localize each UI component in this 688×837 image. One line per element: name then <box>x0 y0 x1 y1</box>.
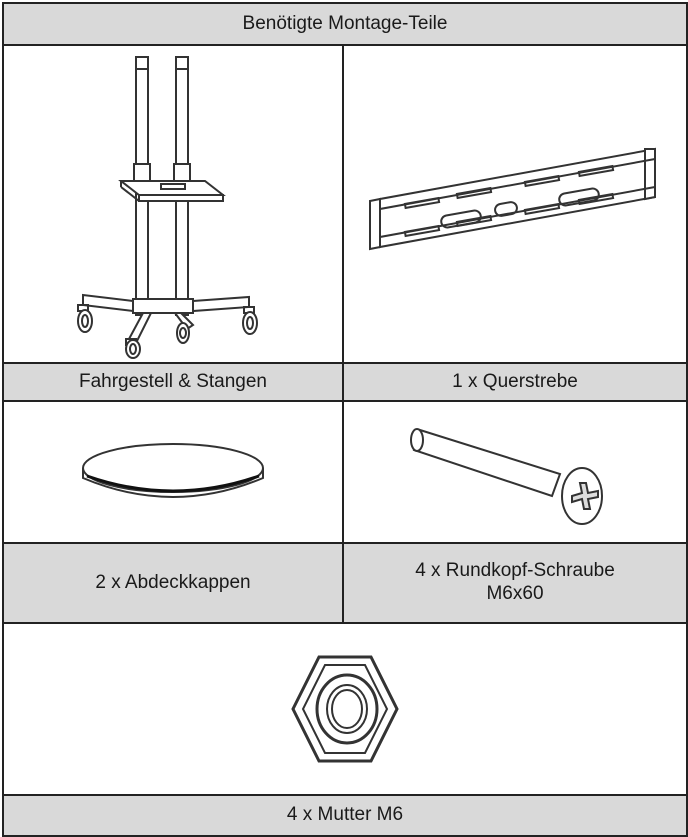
crossbar-bracket-icon <box>369 147 656 251</box>
screw-cell <box>341 400 688 544</box>
trolley-stand-icon <box>77 56 258 359</box>
hex-nut-cell <box>1 622 688 796</box>
table-title: Benötigte Montage-Teile <box>1 2 688 46</box>
screw-label-line2: M6x60 <box>486 583 544 604</box>
hex-nut-label: 4 x Mutter M6 <box>1 794 688 837</box>
cover-cap-cell <box>2 400 344 544</box>
screw-label: 4 x Rundkopf-Schraube M6x60 <box>341 542 688 624</box>
crossbar-cell <box>341 44 688 364</box>
crossbar-label: 1 x Querstrebe <box>341 362 688 402</box>
hex-nut-icon <box>291 655 399 763</box>
trolley-stand-cell <box>2 44 344 364</box>
round-head-screw-icon <box>410 428 603 525</box>
cover-cap-icon <box>82 443 264 498</box>
trolley-stand-label: Fahrgestell & Stangen <box>2 362 344 402</box>
screw-label-line1: 4 x Rundkopf-Schraube <box>415 560 615 582</box>
cover-cap-label: 2 x Abdeckkappen <box>2 542 344 624</box>
